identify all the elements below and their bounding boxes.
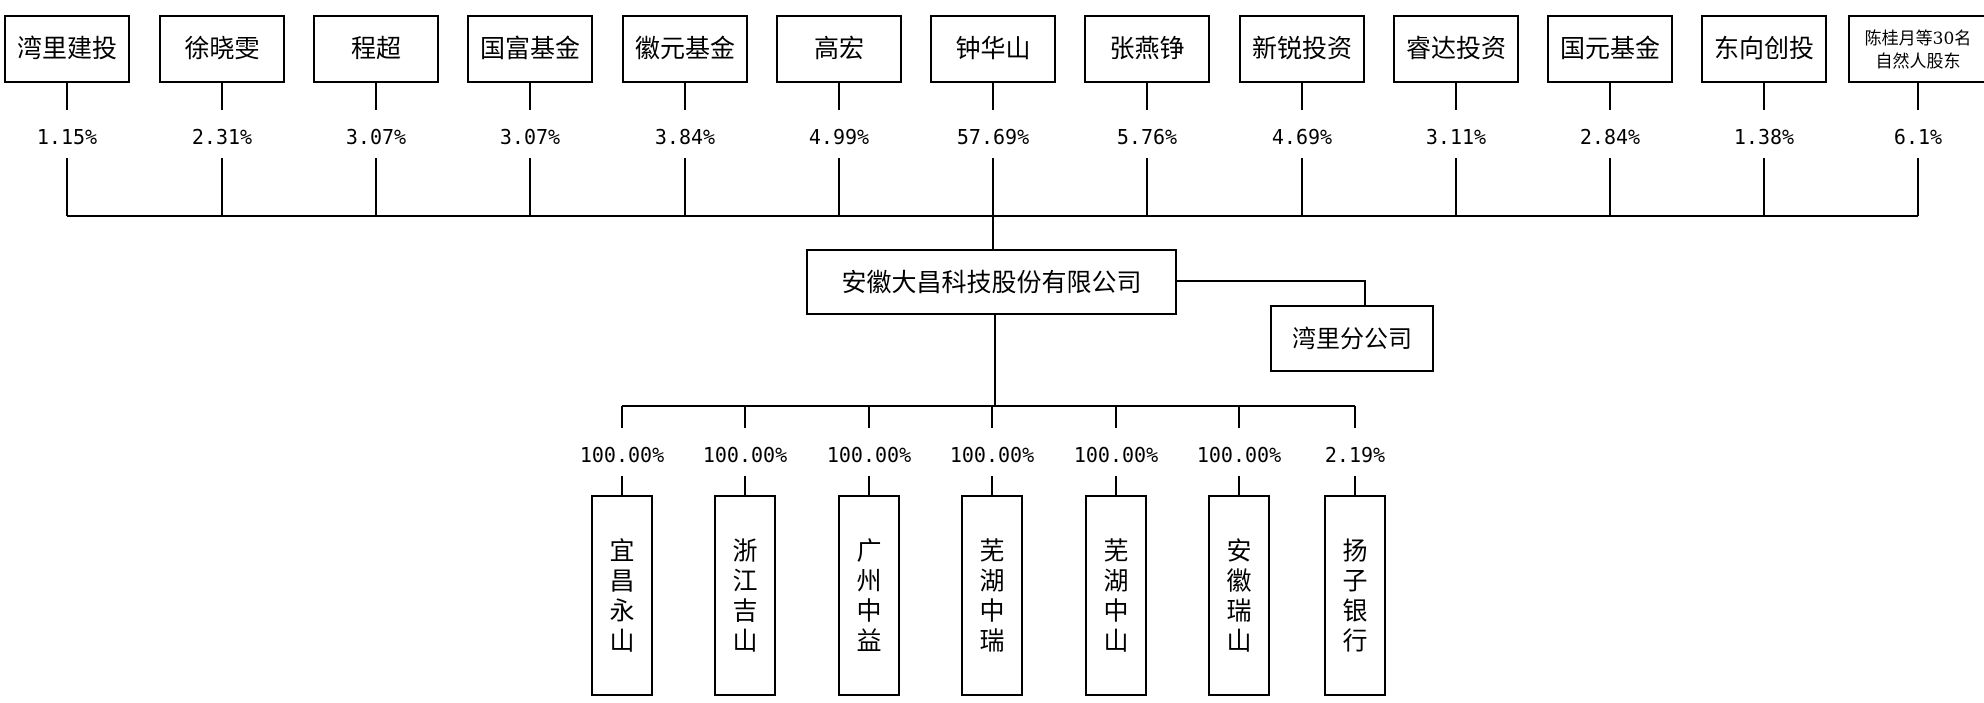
shareholder-box xyxy=(930,15,1056,83)
shareholder-node: 张燕铮 5.76% xyxy=(1084,15,1210,149)
subsidiary-percentage: 100.00% xyxy=(827,443,911,467)
subsidiary-name: 广州中益 xyxy=(856,537,881,656)
subsidiary-box xyxy=(961,495,1023,696)
shareholder-layer: 湾里建投 1.15% 徐晓雯 2.31% 程超 3.07% 国富基金 3.07% 徽元基金 3.8… xyxy=(4,15,1984,149)
branch-node: 湾里分公司 xyxy=(1270,305,1434,372)
subsidiary-name: 宜昌永山 xyxy=(609,537,634,656)
shareholder-name: 国元基金 xyxy=(1560,34,1660,63)
shareholder-percentage: 6.1% xyxy=(1894,125,1942,149)
shareholder-percentage: 4.99% xyxy=(809,125,869,149)
branch-name: 湾里分公司 xyxy=(1292,325,1412,353)
subsidiary-node: 100.00% 广州中益 xyxy=(827,443,911,696)
shareholder-box xyxy=(1701,15,1827,83)
company-box xyxy=(806,249,1177,315)
shareholder-box xyxy=(4,15,130,83)
shareholder-percentage: 3.11% xyxy=(1426,125,1486,149)
shareholder-name: 徐晓雯 xyxy=(184,34,259,63)
shareholder-name: 东向创投 xyxy=(1714,34,1814,63)
subsidiary-box xyxy=(1085,495,1147,696)
shareholder-name: 新锐投资 xyxy=(1252,34,1352,63)
shareholder-box xyxy=(622,15,748,83)
shareholder-box xyxy=(776,15,902,83)
shareholder-box xyxy=(1239,15,1365,83)
subsidiary-percentage: 2.19% xyxy=(1325,443,1385,467)
shareholder-percentage: 57.69% xyxy=(957,125,1029,149)
shareholder-name: 睿达投资 xyxy=(1406,34,1506,63)
subsidiary-box xyxy=(591,495,653,696)
subsidiary-node: 100.00% 芜湖中瑞 xyxy=(950,443,1034,696)
shareholder-name-line: 自然人股东 xyxy=(1876,52,1961,72)
shareholder-percentage: 1.15% xyxy=(37,125,97,149)
shareholder-name: 钟华山 xyxy=(955,34,1030,63)
shareholder-node: 新锐投资 4.69% xyxy=(1239,15,1365,149)
subsidiary-name: 芜湖中山 xyxy=(1103,537,1128,656)
shareholder-box xyxy=(467,15,593,83)
shareholder-name: 张燕铮 xyxy=(1109,34,1184,63)
shareholder-percentage: 3.07% xyxy=(500,125,560,149)
subsidiary-percentage: 100.00% xyxy=(580,443,664,467)
shareholder-percentage: 2.31% xyxy=(192,125,252,149)
shareholder-node: 国富基金 3.07% xyxy=(467,15,593,149)
subsidiary-name: 浙江吉山 xyxy=(732,537,757,656)
company-node: 安徽大昌科技股份有限公司 xyxy=(806,249,1177,315)
subsidiary-node: 2.19% 扬子银行 xyxy=(1324,443,1386,696)
subsidiary-layer: 100.00%宜昌永山100.00%浙江吉山100.00%广州中益100.00%… xyxy=(580,443,1386,696)
shareholder-percentage: 1.38% xyxy=(1734,125,1794,149)
shareholder-percentage: 5.76% xyxy=(1117,125,1177,149)
shareholder-percentage: 2.84% xyxy=(1580,125,1640,149)
subsidiary-node: 100.00% 浙江吉山 xyxy=(703,443,787,696)
shareholder-percentage: 4.69% xyxy=(1272,125,1332,149)
shareholder-name: 程超 xyxy=(351,34,401,63)
shareholder-box xyxy=(1393,15,1519,83)
shareholder-node: 东向创投 1.38% xyxy=(1701,15,1827,149)
shareholder-node: 徐晓雯 2.31% xyxy=(159,15,285,149)
shareholder-node: 湾里建投 1.15% xyxy=(4,15,130,149)
shareholder-node: 钟华山 57.69% xyxy=(930,15,1056,149)
shareholder-name: 高宏 xyxy=(814,34,864,63)
branch-box xyxy=(1270,305,1434,372)
subsidiary-box xyxy=(714,495,776,696)
shareholder-node: 睿达投资 3.11% xyxy=(1393,15,1519,149)
subsidiary-box xyxy=(1324,495,1386,696)
shareholder-node: 国元基金 2.84% xyxy=(1547,15,1673,149)
subsidiary-box xyxy=(1208,495,1270,696)
shareholder-name: 国富基金 xyxy=(480,34,580,63)
shareholder-percentage: 3.07% xyxy=(346,125,406,149)
subsidiary-node: 100.00% 安徽瑞山 xyxy=(1197,443,1281,696)
shareholder-node: 程超 3.07% xyxy=(313,15,439,149)
subsidiary-node: 100.00% 宜昌永山 xyxy=(580,443,664,696)
company-name: 安徽大昌科技股份有限公司 xyxy=(841,268,1141,297)
subsidiary-percentage: 100.00% xyxy=(1197,443,1281,467)
subsidiary-name: 扬子银行 xyxy=(1342,537,1367,656)
shareholder-name: 徽元基金 xyxy=(635,34,735,63)
shareholder-name: 湾里建投 xyxy=(17,34,117,63)
shareholder-box xyxy=(159,15,285,83)
connector-layer xyxy=(66,82,1919,496)
branch-link-line xyxy=(1176,280,1366,306)
shareholder-box xyxy=(1084,15,1210,83)
shareholder-name-line: 陈桂月等30名 xyxy=(1865,29,1972,49)
subsidiary-percentage: 100.00% xyxy=(1074,443,1158,467)
shareholder-box xyxy=(1547,15,1673,83)
subsidiary-name: 安徽瑞山 xyxy=(1226,537,1251,656)
subsidiary-percentage: 100.00% xyxy=(950,443,1034,467)
subsidiary-percentage: 100.00% xyxy=(703,443,787,467)
shareholder-percentage: 3.84% xyxy=(655,125,715,149)
shareholder-box xyxy=(1848,15,1984,83)
shareholder-node: 高宏 4.99% xyxy=(776,15,902,149)
shareholder-node: 徽元基金 3.84% xyxy=(622,15,748,149)
subsidiary-node: 100.00% 芜湖中山 xyxy=(1074,443,1158,696)
subsidiary-box xyxy=(838,495,900,696)
subsidiary-name: 芜湖中瑞 xyxy=(979,537,1004,656)
